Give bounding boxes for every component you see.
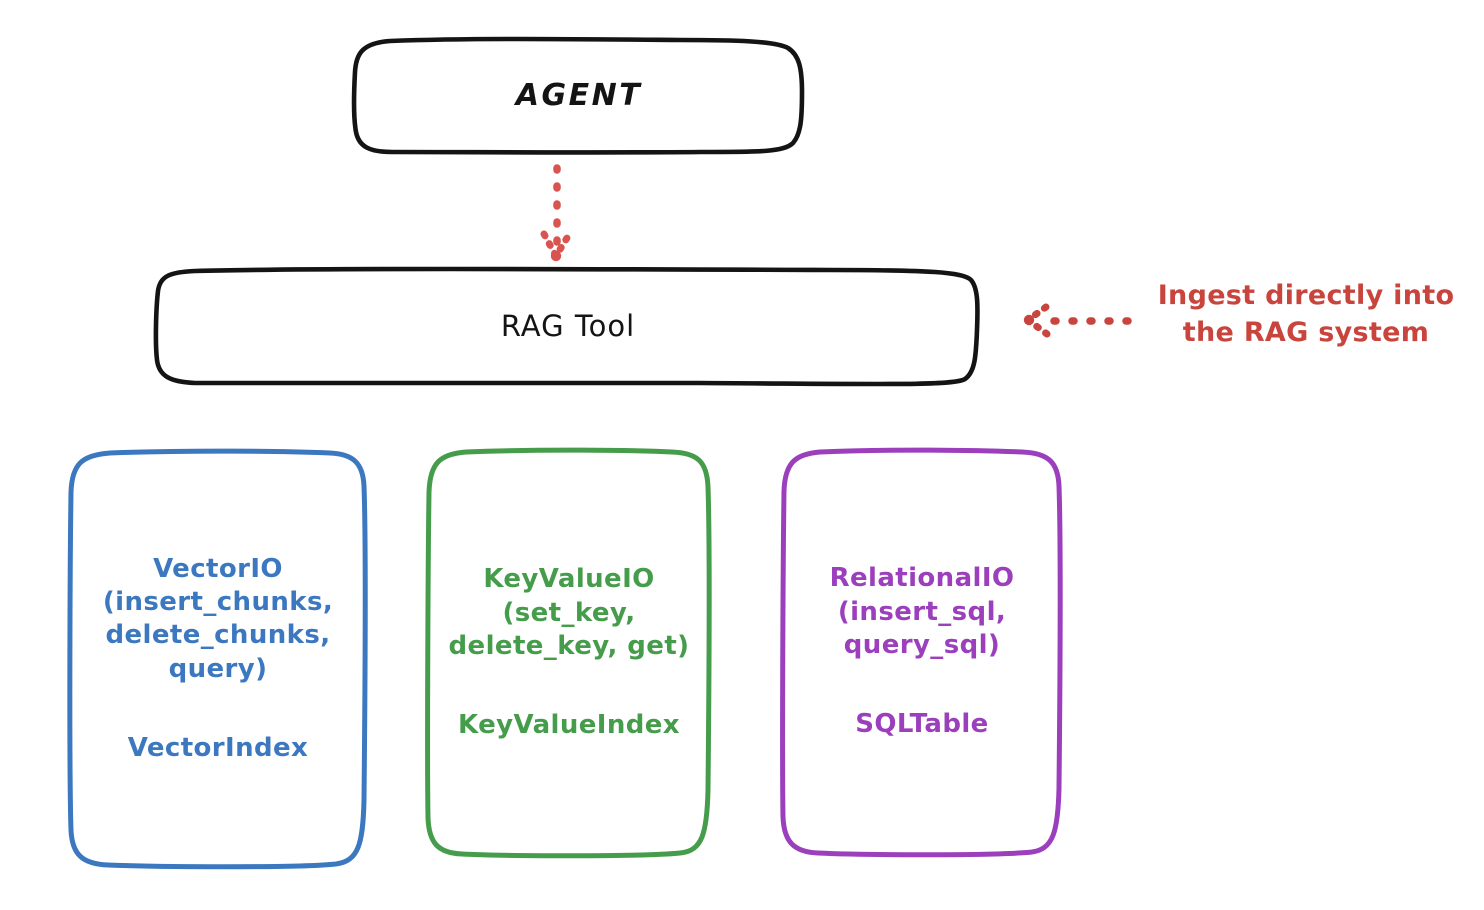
agent-to-rag-connector — [540, 164, 574, 262]
vector-io-label-group: VectorIO (insert_chunks, delete_chunks, … — [72, 452, 364, 866]
agent-label: AGENT — [515, 78, 643, 114]
relational-io-label-group: RelationalIO (insert_sql, query_sql) SQL… — [785, 452, 1059, 852]
relational-io-api-label: RelationalIO (insert_sql, query_sql) — [829, 563, 1015, 660]
rag-tool-label: RAG Tool — [500, 308, 636, 343]
vector-index-label: VectorIndex — [127, 732, 309, 763]
key-value-io-label-group: KeyValueIO (set_key, delete_key, get) Ke… — [430, 452, 708, 854]
sql-table-label: SQLTable — [855, 709, 989, 740]
ingest-annotation-text: Ingest directly into the RAG system — [1157, 280, 1455, 348]
vector-io-api-label: VectorIO (insert_chunks, delete_chunks, … — [102, 553, 334, 684]
key-value-io-api-label: KeyValueIO (set_key, delete_key, get) — [448, 564, 690, 661]
key-value-index-label: KeyValueIndex — [458, 710, 680, 741]
ingest-to-rag-connector — [1023, 303, 1132, 338]
